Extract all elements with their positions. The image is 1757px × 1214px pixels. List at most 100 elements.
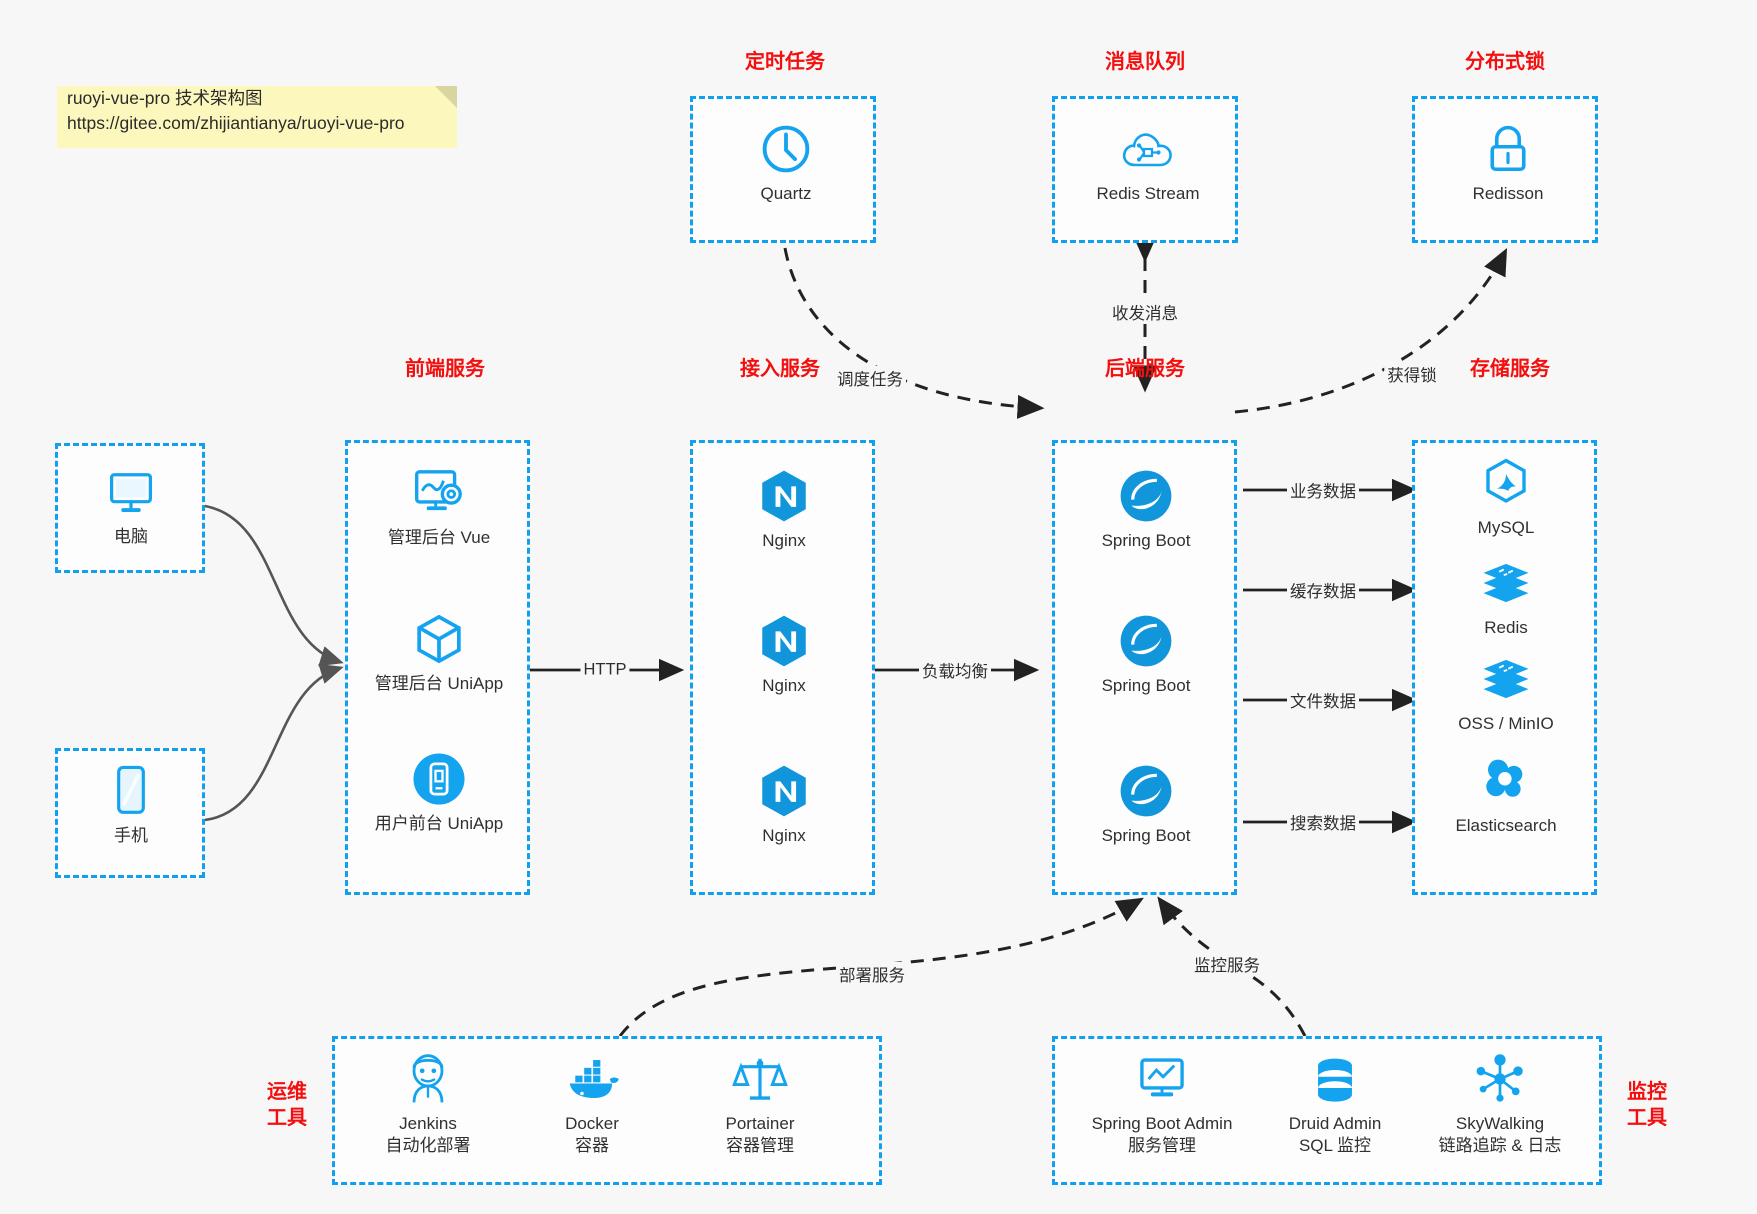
edge-label-cache-data: 缓存数据 — [1287, 578, 1359, 602]
edge-label-send-receive-message: 收发消息 — [1109, 300, 1181, 324]
nginx-icon — [709, 468, 859, 524]
node-spring-boot-2[interactable]: Spring Boot — [1071, 613, 1221, 697]
node-label: Redis — [1484, 618, 1528, 637]
group-storage: MySQL Redis OSS — [1412, 440, 1597, 895]
mysql-icon — [1431, 455, 1581, 511]
node-admin-uniapp[interactable]: 管理后台 UniApp — [364, 611, 514, 695]
node-label: Quartz — [760, 184, 812, 203]
node-sublabel: SQL 监控 — [1298, 1136, 1372, 1155]
node-label: Nginx — [762, 531, 806, 550]
node-label: Jenkins — [399, 1114, 457, 1133]
node-spring-boot-3[interactable]: Spring Boot — [1071, 763, 1221, 847]
node-label: Spring Boot — [1101, 531, 1191, 550]
node-desktop[interactable]: 电脑 — [57, 464, 205, 548]
node-label: 手机 — [114, 826, 148, 845]
group-title-line: 工具 — [267, 1107, 307, 1129]
node-label: Docker — [565, 1114, 619, 1133]
note-url: https://gitee.com/zhijiantianya/ruoyi-vu… — [67, 113, 405, 133]
desktop-icon — [57, 464, 205, 520]
node-label: 管理后台 UniApp — [374, 674, 504, 693]
group-schedule: Quartz — [690, 96, 876, 243]
node-label: 用户前台 UniApp — [374, 814, 504, 833]
node-docker[interactable]: Docker 容器 — [517, 1051, 667, 1157]
node-redis-stream[interactable]: Redis Stream — [1073, 121, 1223, 205]
group-title-line: 监控 — [1627, 1081, 1667, 1103]
node-druid-admin[interactable]: Druid Admin SQL 监控 — [1260, 1051, 1410, 1157]
group-title-devops: 运维 工具 — [255, 1079, 319, 1131]
spring-boot-icon — [1071, 613, 1221, 669]
group-devops: Jenkins 自动化部署 Docker 容器 — [332, 1036, 882, 1185]
node-spring-boot-1[interactable]: Spring Boot — [1071, 468, 1221, 552]
edge-label-search-data: 搜索数据 — [1287, 810, 1359, 834]
elasticsearch-icon — [1431, 753, 1581, 809]
node-label: Nginx — [762, 676, 806, 695]
group-title-schedule: 定时任务 — [745, 51, 825, 73]
database-icon — [1260, 1051, 1410, 1107]
node-label: OSS / MinIO — [1458, 714, 1554, 733]
phone-icon — [57, 763, 205, 819]
node-skywalking[interactable]: SkyWalking 链路追踪 & 日志 — [1405, 1051, 1595, 1157]
node-quartz[interactable]: Quartz — [711, 121, 861, 205]
node-label: Elasticsearch — [1455, 816, 1557, 835]
node-user-uniapp[interactable]: 用户前台 UniApp — [364, 751, 514, 835]
group-title-backend: 后端服务 — [1105, 358, 1185, 380]
cloud-stream-icon — [1073, 121, 1223, 177]
group-title-gateway: 接入服务 — [740, 358, 820, 380]
nginx-icon — [709, 763, 859, 819]
node-sublabel: 服务管理 — [1128, 1136, 1196, 1155]
node-oss-minio[interactable]: OSS / MinIO — [1431, 651, 1581, 735]
node-nginx-3[interactable]: Nginx — [709, 763, 859, 847]
group-title-mq: 消息队列 — [1105, 51, 1185, 73]
docker-icon — [517, 1051, 667, 1107]
cube-icon — [364, 611, 514, 667]
node-label: 管理后台 Vue — [387, 528, 491, 547]
group-title-line: 工具 — [1627, 1107, 1667, 1129]
diagram-note: ruoyi-vue-pro 技术架构图 https://gitee.com/zh… — [57, 86, 457, 148]
group-lock: Redisson — [1412, 96, 1598, 243]
node-label: Portainer — [725, 1114, 795, 1133]
node-label: Redis Stream — [1096, 184, 1200, 203]
clock-icon — [711, 121, 861, 177]
monitor-screen-icon — [1067, 1051, 1257, 1107]
edge-label-monitor-service: 监控服务 — [1191, 952, 1263, 976]
node-portainer[interactable]: Portainer 容器管理 — [685, 1051, 835, 1157]
node-label: Druid Admin — [1288, 1114, 1382, 1133]
lock-icon — [1433, 121, 1583, 177]
redis-icon — [1431, 555, 1581, 611]
node-label: Spring Boot — [1101, 826, 1191, 845]
node-phone[interactable]: 手机 — [57, 763, 205, 847]
edge-label-business-data: 业务数据 — [1287, 478, 1359, 502]
edge-label-deploy-service: 部署服务 — [836, 962, 908, 986]
edge-label-load-balance: 负载均衡 — [919, 658, 991, 682]
node-label: Nginx — [762, 826, 806, 845]
node-label: Redisson — [1472, 184, 1544, 203]
node-redis[interactable]: Redis — [1431, 555, 1581, 639]
node-redisson[interactable]: Redisson — [1433, 121, 1583, 205]
node-mysql[interactable]: MySQL — [1431, 455, 1581, 539]
node-admin-vue[interactable]: 管理后台 Vue — [364, 465, 514, 549]
edge-label-http: HTTP — [580, 660, 630, 680]
edge-label-acquire-lock: 获得锁 — [1384, 362, 1440, 386]
node-jenkins[interactable]: Jenkins 自动化部署 — [353, 1051, 503, 1157]
node-label: SkyWalking — [1455, 1114, 1545, 1133]
spring-boot-icon — [1071, 468, 1221, 524]
edge-label-file-data: 文件数据 — [1287, 688, 1359, 712]
group-mq: Redis Stream — [1052, 96, 1238, 243]
group-backend: Spring Boot Spring Boot Spring Boot — [1052, 440, 1237, 895]
node-elasticsearch[interactable]: Elasticsearch — [1431, 753, 1581, 837]
node-sublabel: 链路追踪 & 日志 — [1438, 1136, 1562, 1155]
nginx-icon — [709, 613, 859, 669]
node-nginx-1[interactable]: Nginx — [709, 468, 859, 552]
group-title-lock: 分布式锁 — [1465, 51, 1545, 73]
redis-icon — [1431, 651, 1581, 707]
dashboard-gear-icon — [364, 465, 514, 521]
mobile-app-icon — [364, 751, 514, 807]
node-spring-boot-admin[interactable]: Spring Boot Admin 服务管理 — [1067, 1051, 1257, 1157]
node-nginx-2[interactable]: Nginx — [709, 613, 859, 697]
group-client-phone: 手机 — [55, 748, 205, 878]
note-title: ruoyi-vue-pro 技术架构图 — [67, 88, 263, 108]
skywalking-icon — [1405, 1051, 1595, 1107]
group-title-storage: 存储服务 — [1470, 358, 1550, 380]
node-label: Spring Boot Admin — [1091, 1114, 1233, 1133]
